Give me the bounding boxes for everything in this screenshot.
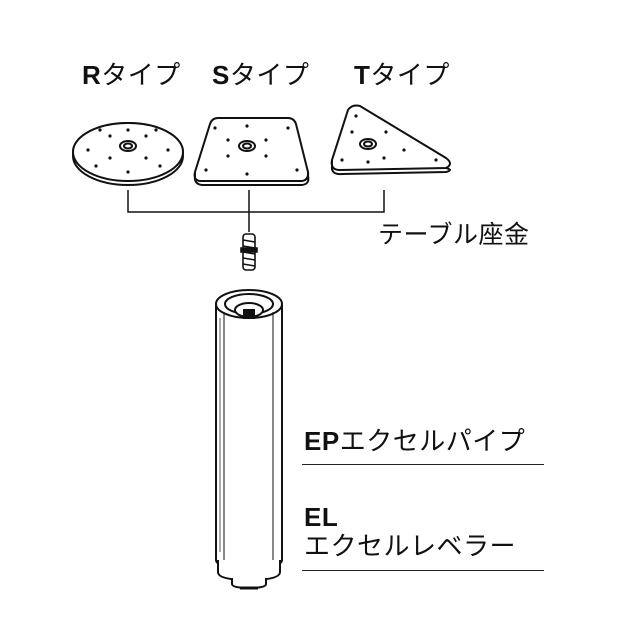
s-type-suffix: タイプ	[229, 61, 310, 91]
pipe-code: EP	[304, 426, 340, 456]
table-mount-label: テーブル座金	[378, 220, 530, 249]
s-type-label: Sタイプ	[212, 62, 309, 89]
r-type-letter: R	[82, 60, 102, 90]
t-type-label: Tタイプ	[354, 62, 450, 89]
t-type-suffix: タイプ	[370, 61, 450, 91]
s-type-letter: S	[212, 60, 230, 90]
leveler-code-label: EL	[304, 502, 339, 532]
leveler-name-label: エクセルレベラー	[304, 532, 517, 562]
t-type-plate	[330, 104, 451, 176]
s-type-plate	[193, 117, 310, 186]
t-type-letter: T	[354, 60, 371, 90]
excel-pipe	[215, 289, 283, 570]
excel-leveler	[217, 560, 281, 590]
r-type-plate	[72, 122, 184, 186]
r-type-suffix: タイプ	[101, 61, 181, 91]
pipe-label: EPエクセルパイプ	[304, 428, 525, 455]
pipe-underline	[302, 464, 544, 465]
mount-bracket-lines	[127, 190, 385, 232]
threaded-bolt	[240, 233, 258, 271]
leveler-underline	[302, 570, 544, 571]
r-type-label: Rタイプ	[82, 62, 181, 89]
pipe-name: エクセルパイプ	[339, 427, 526, 457]
